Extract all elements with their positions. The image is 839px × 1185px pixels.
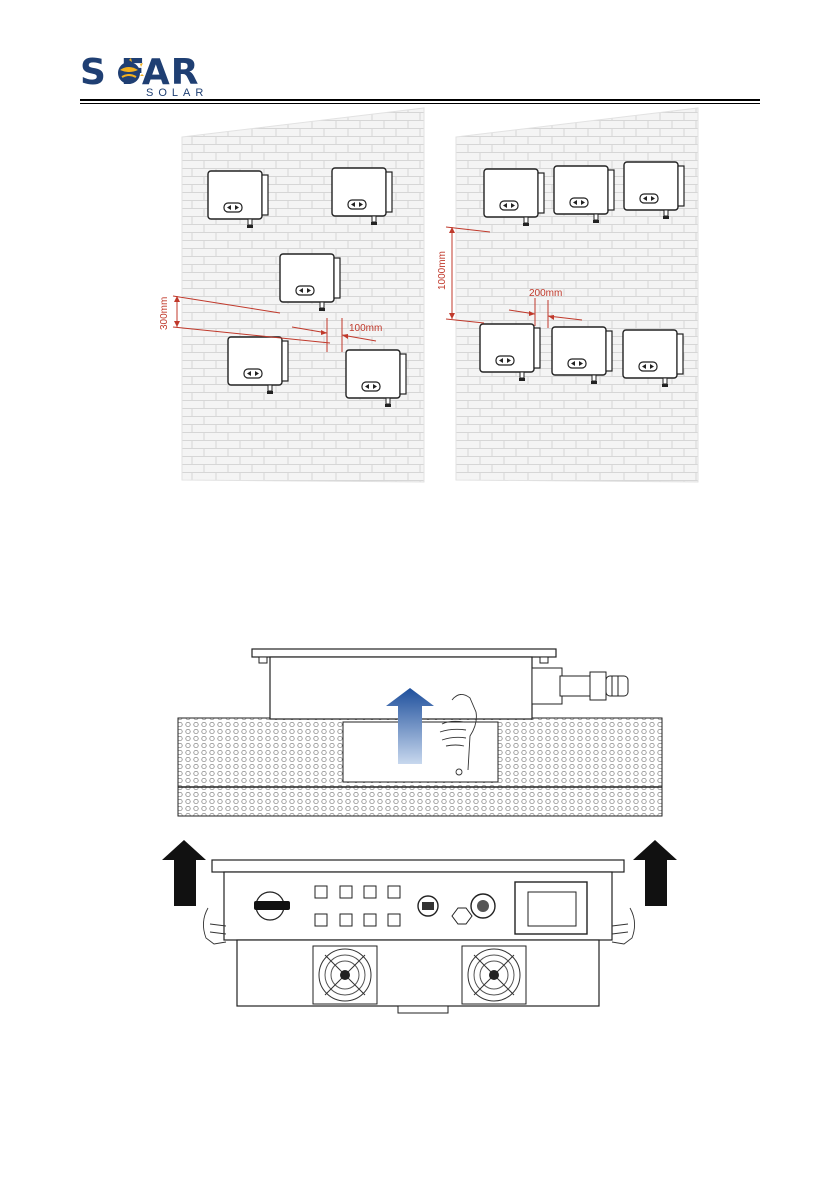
side-connectors	[532, 668, 628, 704]
com-port-icon	[418, 896, 438, 916]
ac-connector-icon	[471, 894, 495, 918]
left-black-arrow-icon	[162, 840, 206, 906]
lifting-front-view	[162, 840, 677, 1013]
right-black-arrow-icon	[633, 840, 677, 906]
left-hand-icon	[203, 908, 226, 944]
horizontal-clearance-200-label: 200mm	[529, 288, 562, 299]
vertical-clearance-1000-label: 1000mm	[437, 251, 448, 290]
left-fan-icon	[313, 946, 377, 1004]
horizontal-clearance-100-label: 100mm	[349, 323, 382, 334]
right-fan-icon	[462, 946, 526, 1004]
vertical-clearance-300-label: 300mm	[159, 297, 170, 330]
lifting-side-view	[178, 649, 662, 816]
right-hand-icon	[612, 908, 635, 944]
display-panel	[515, 882, 587, 934]
